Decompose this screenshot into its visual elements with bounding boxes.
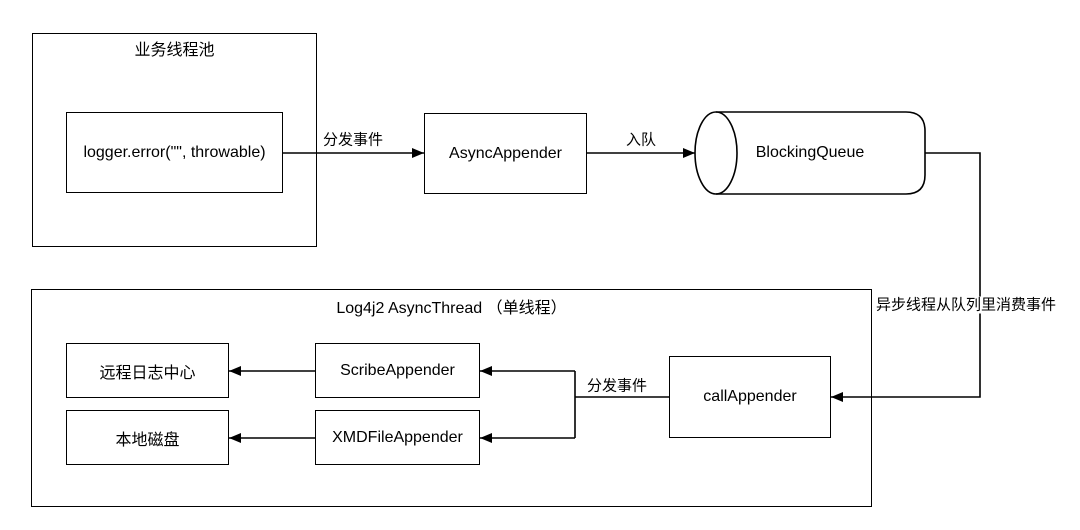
group-business-thread-pool-title: 业务线程池	[134, 42, 215, 59]
edge-label-consume-events: 异步线程从队列里消费事件	[874, 296, 1058, 314]
blocking-queue-cylinder	[694, 111, 926, 195]
node-local-disk: 本地磁盘	[66, 410, 229, 465]
node-blocking-queue-label: BlockingQueue	[755, 144, 865, 161]
node-remote-log-center-label: 远程日志中心	[99, 364, 196, 382]
node-xmd-file-appender-label: XMDFileAppender	[332, 428, 463, 446]
group-log4j2-async-thread: Log4j2 AsyncThread （单线程）	[31, 289, 872, 507]
connector-consume	[831, 152, 981, 402]
node-blocking-queue: BlockingQueue	[695, 112, 925, 194]
node-remote-log-center: 远程日志中心	[66, 343, 229, 398]
node-scribe-appender-label: ScribeAppender	[340, 361, 455, 379]
node-local-disk-label: 本地磁盘	[115, 431, 180, 449]
edge-label-enqueue: 入队	[624, 131, 658, 149]
edge-label-dispatch-event-top: 分发事件	[321, 131, 385, 149]
node-async-appender: AsyncAppender	[424, 113, 587, 194]
node-call-appender-label: callAppender	[703, 388, 797, 405]
node-scribe-appender: ScribeAppender	[315, 343, 480, 398]
node-call-appender: callAppender	[669, 356, 831, 438]
group-business-thread-pool: 业务线程池	[32, 33, 317, 247]
edge-label-dispatch-event-bottom: 分发事件	[585, 377, 649, 395]
node-logger-call: logger.error("", throwable)	[66, 112, 283, 193]
node-logger-call-label: logger.error("", throwable)	[83, 143, 266, 161]
group-log4j2-async-thread-title: Log4j2 AsyncThread （单线程）	[336, 300, 567, 317]
node-xmd-file-appender: XMDFileAppender	[315, 410, 480, 465]
node-async-appender-label: AsyncAppender	[449, 144, 562, 162]
